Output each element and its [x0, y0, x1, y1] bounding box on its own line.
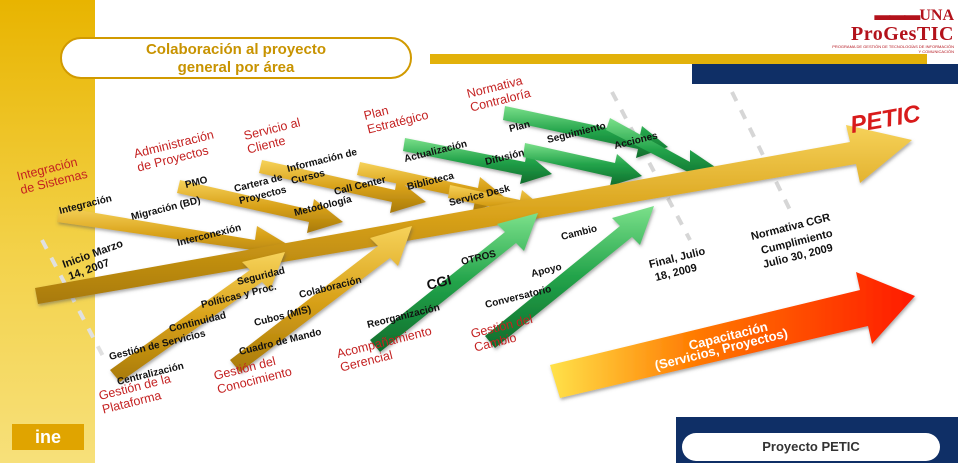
slide-title-line1: Colaboración al proyecto: [145, 41, 327, 58]
arrow-seguridad: [110, 252, 285, 382]
milestone-dashes: [40, 91, 792, 361]
item-cgi: CGI: [425, 271, 453, 293]
slide-title-line2: general por área: [177, 59, 295, 76]
training-arrow: [550, 272, 915, 398]
header-navy-bar: [692, 64, 958, 84]
logo-line2: ProGesTIC: [850, 23, 954, 45]
normativa-dash-line: [730, 91, 792, 211]
slide-title: Colaboración al proyecto general por áre…: [60, 37, 412, 79]
item-plan: Plan: [508, 119, 531, 135]
goal-label: PETIC: [848, 100, 923, 139]
logo-line1: UNA: [919, 7, 954, 24]
arrow-colaboracion: [230, 226, 412, 372]
logo-tagline: PROGRAMA DE GESTIÓN DE TECNOLOGÍAS DE IN…: [832, 44, 954, 54]
logo-stripes: ▬▬▬: [874, 7, 920, 24]
arrow-conversatorio: [485, 206, 654, 348]
arrow-plan: [503, 106, 668, 158]
arrow-actualizacion: [403, 138, 552, 184]
final-dash-line: [610, 91, 692, 241]
una-progestic-logo: ▬▬▬UNA ProGesTIC PROGRAMA DE GESTIÓN DE …: [832, 7, 954, 55]
green-lower-arrows: [370, 206, 654, 352]
green-upper-arrows: [403, 106, 724, 186]
arrow-call-center: [259, 160, 426, 213]
item-gestion-servicios: Gestión de Servicios: [108, 328, 207, 363]
arrow-pmo: [177, 180, 343, 233]
project-label: Proyecto PETIC: [682, 433, 940, 461]
arrow-seguimiento: [523, 143, 642, 186]
item-cambio: Cambio: [560, 223, 598, 243]
arrow-integracion: [57, 207, 300, 262]
ine-logo: ine: [12, 424, 84, 450]
item-pmo: PMO: [184, 175, 209, 191]
start-dash-line: [40, 239, 107, 361]
cat-plan-l1: Plan: [362, 103, 390, 123]
gold-lower-arrows: [110, 226, 412, 382]
arrow-acciones: [606, 118, 724, 182]
item-migracion: Migración (BD): [130, 195, 202, 223]
header-gold-bar: [430, 54, 927, 64]
arrow-cgi: [370, 213, 538, 352]
